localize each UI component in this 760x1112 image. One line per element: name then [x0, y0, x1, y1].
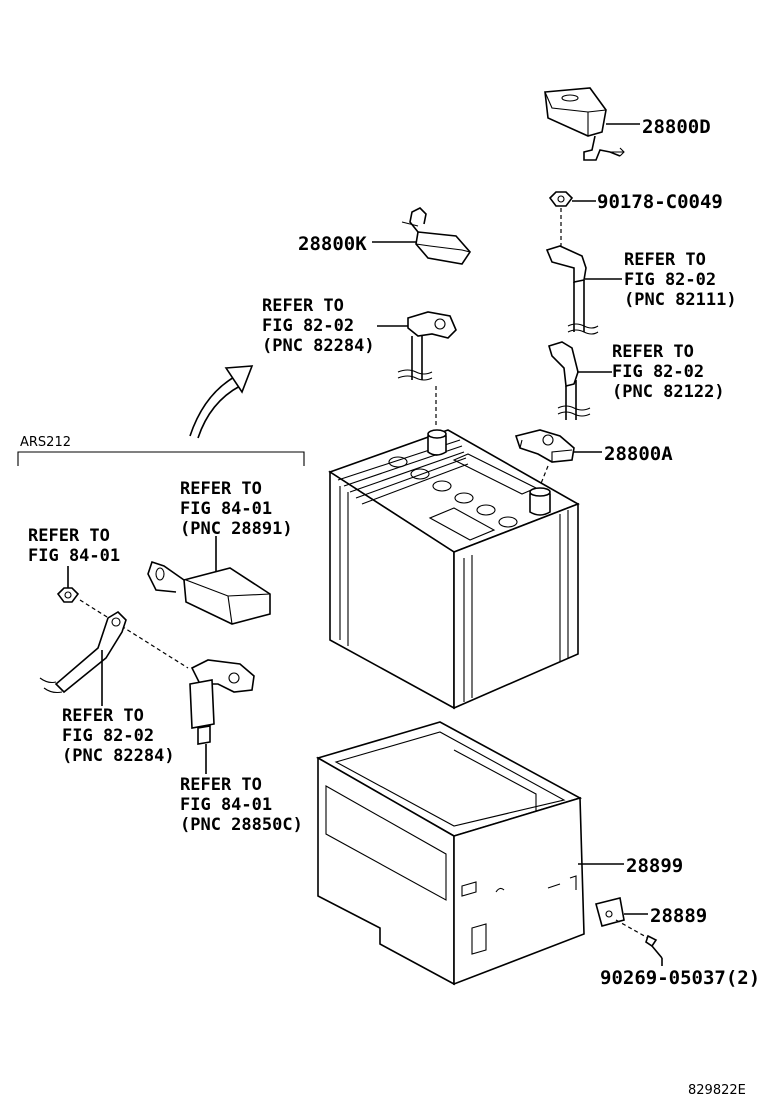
- part-number-28899: 28899: [626, 855, 683, 877]
- negative-cable-82284-alt[interactable]: [39, 610, 127, 694]
- ref-82284-low-line1: REFER TO: [62, 706, 144, 726]
- ref-82111-line1: REFER TO: [624, 250, 706, 270]
- bracket-28889[interactable]: [595, 897, 625, 927]
- terminal-cover-28800D[interactable]: [544, 87, 625, 161]
- negative-cable-82284[interactable]: [397, 311, 457, 381]
- ref-82122-line2: FIG 82-02: [612, 362, 704, 382]
- ref-82122-line1: REFER TO: [612, 342, 694, 362]
- cable-82122[interactable]: [548, 341, 591, 420]
- part-number-28800A: 28800A: [604, 443, 673, 465]
- variant-bracket: [17, 451, 305, 466]
- ref-82111-line3: (PNC 82111): [624, 290, 737, 310]
- ref-28850C-line3: (PNC 28850C): [180, 815, 303, 835]
- terminal-cover-28800K[interactable]: [401, 207, 472, 265]
- ref-28891-line3: (PNC 28891): [180, 519, 293, 539]
- ref-28850C-line2: FIG 84-01: [180, 795, 272, 815]
- battery: [328, 429, 580, 710]
- part-number-28800K: 28800K: [298, 233, 367, 255]
- ref-8401-nut-line2: FIG 84-01: [28, 546, 120, 566]
- ref-28850C-line1: REFER TO: [180, 775, 262, 795]
- terminal-cover-28891[interactable]: [147, 560, 271, 625]
- ref-28891-line2: FIG 84-01: [180, 499, 272, 519]
- ref-82111-line2: FIG 82-02: [624, 270, 716, 290]
- variant-code: ARS212: [20, 435, 71, 450]
- terminal-clamp-28800A[interactable]: [514, 429, 575, 463]
- nut-84-01[interactable]: [56, 587, 80, 603]
- ref-8401-nut-line1: REFER TO: [28, 526, 110, 546]
- direction-arrow-icon: [189, 365, 254, 439]
- ref-82284-top-line3: (PNC 82284): [262, 336, 375, 356]
- ref-28891-line1: REFER TO: [180, 479, 262, 499]
- ref-82122-line3: (PNC 82122): [612, 382, 725, 402]
- ref-82284-low-line2: FIG 82-02: [62, 726, 154, 746]
- ref-82284-top-line1: REFER TO: [262, 296, 344, 316]
- part-number-90178-C0049: 90178-C0049: [597, 191, 723, 213]
- positive-cable-82111[interactable]: [545, 245, 599, 335]
- battery-sensor-28850C[interactable]: [189, 659, 255, 745]
- screw-90269[interactable]: [645, 934, 663, 959]
- battery-tray-28899[interactable]: [315, 721, 585, 986]
- part-number-90269-05037: 90269-05037(2): [600, 967, 760, 989]
- part-number-28889: 28889: [650, 905, 707, 927]
- ref-82284-low-line3: (PNC 82284): [62, 746, 175, 766]
- ref-82284-top-line2: FIG 82-02: [262, 316, 354, 336]
- nut-90178[interactable]: [548, 191, 574, 207]
- figure-code: 829822E: [688, 1083, 746, 1098]
- part-number-28800D: 28800D: [642, 116, 711, 138]
